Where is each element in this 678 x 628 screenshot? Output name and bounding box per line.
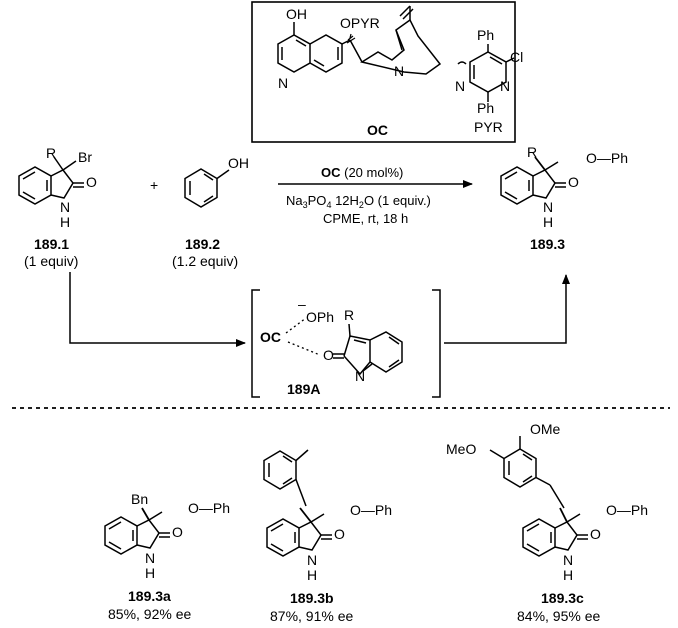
int-charge: – (298, 296, 306, 312)
reactant-1-r: R (46, 145, 56, 161)
ex-a-h: H (145, 565, 155, 581)
ex-c-n: N (563, 552, 573, 568)
int-hbond-2 (287, 341, 321, 356)
reactant-1-n: N (60, 199, 70, 215)
ex-c-oph: O—Ph (606, 502, 648, 518)
int-oph: OPh (306, 309, 334, 325)
ex-b-oph: O—Ph (350, 502, 392, 518)
ex-c-h: H (563, 567, 573, 583)
ex-c-result: 84%, 95% ee (517, 608, 600, 624)
reactant-1-o: O (86, 174, 97, 190)
reactant-189-1 (18, 156, 85, 205)
path-to-intermediate (69, 272, 246, 347)
int-n: N (355, 368, 365, 384)
conditions-line-2: Na3PO4 12H2O (1 equiv.) (286, 193, 431, 210)
ex-a-id: 189.3a (128, 588, 171, 604)
quinoline-ring (277, 22, 351, 73)
catalyst-name: OC (367, 122, 388, 138)
reactant-1-id: 189.1 (34, 236, 69, 252)
product-n: N (543, 199, 553, 215)
bridge-n-label: N (394, 63, 404, 79)
pyr-n-1: N (455, 78, 465, 94)
hydroxy-label: OH (286, 6, 307, 22)
product-189-3 (500, 156, 567, 205)
reactant-2-id: 189.2 (185, 236, 220, 252)
ex-c-id: 189.3c (541, 590, 584, 606)
catalyst-frame (251, 1, 516, 143)
int-id: 189A (287, 381, 320, 397)
example-189-3a (104, 507, 171, 555)
pyr-ph-bottom: Ph (477, 100, 494, 116)
bracket-right (432, 289, 441, 398)
int-o: O (323, 347, 334, 363)
ex-b-h: H (307, 567, 317, 583)
intermediate-189a: OC – OPh O R N 189A (260, 296, 403, 397)
ex-b-n: N (307, 552, 317, 568)
catalyst-box: OH N OPYR N Ph Cl (251, 1, 523, 143)
pyr-n-2: N (500, 78, 510, 94)
conditions-line-3: CPME, rt, 18 h (323, 211, 408, 226)
ex-a-oph: O—Ph (188, 500, 230, 516)
ex-c-meo: MeO (446, 441, 476, 457)
product-r: R (527, 144, 537, 160)
ex-b-result: 87%, 91% ee (270, 608, 353, 624)
reactant-1-amount: (1 equiv) (24, 253, 78, 269)
opyr-label: OPYR (340, 15, 380, 31)
pyrimidine-ring (457, 44, 515, 102)
reactant-1-br: Br (78, 149, 92, 165)
ex-a-bn: Bn (131, 491, 148, 507)
quinoline-n-label: N (278, 75, 288, 91)
pyr-label: PYR (474, 119, 503, 135)
int-oc: OC (260, 329, 281, 345)
ex-b-id: 189.3b (290, 590, 334, 606)
int-hbond-1 (285, 317, 307, 334)
reactant-2-oh: OH (228, 155, 249, 171)
plus-sign: + (150, 177, 158, 193)
hashed-wedge (346, 33, 356, 44)
ex-c-o: O (590, 526, 601, 542)
conditions-line-1: OC (20 mol%) (321, 165, 403, 180)
example-189-3b (266, 507, 333, 557)
ex-b-o: O (334, 526, 345, 542)
path-to-product (444, 274, 570, 344)
ex-a-n: N (145, 550, 155, 566)
reactant-189-2 (184, 168, 230, 208)
dimethoxyphenyl-ring (489, 436, 565, 509)
pyr-cl: Cl (510, 49, 523, 65)
product-o: O (568, 174, 579, 190)
ex-a-o: O (172, 524, 183, 540)
product-id: 189.3 (530, 236, 565, 252)
reactant-1-h: H (60, 214, 70, 230)
reactant-2-amount: (1.2 equiv) (172, 253, 238, 269)
product-oph: O—Ph (586, 150, 628, 166)
int-r: R (344, 307, 354, 323)
tolyl-ring (263, 449, 309, 507)
ex-a-result: 85%, 92% ee (108, 606, 191, 622)
ex-c-ome: OMe (530, 421, 561, 437)
example-189-3c (522, 507, 589, 557)
product-h: H (543, 214, 553, 230)
bracket-left (251, 289, 260, 398)
quinuclidine-ring (360, 5, 442, 75)
pyr-ph-top: Ph (477, 27, 494, 43)
